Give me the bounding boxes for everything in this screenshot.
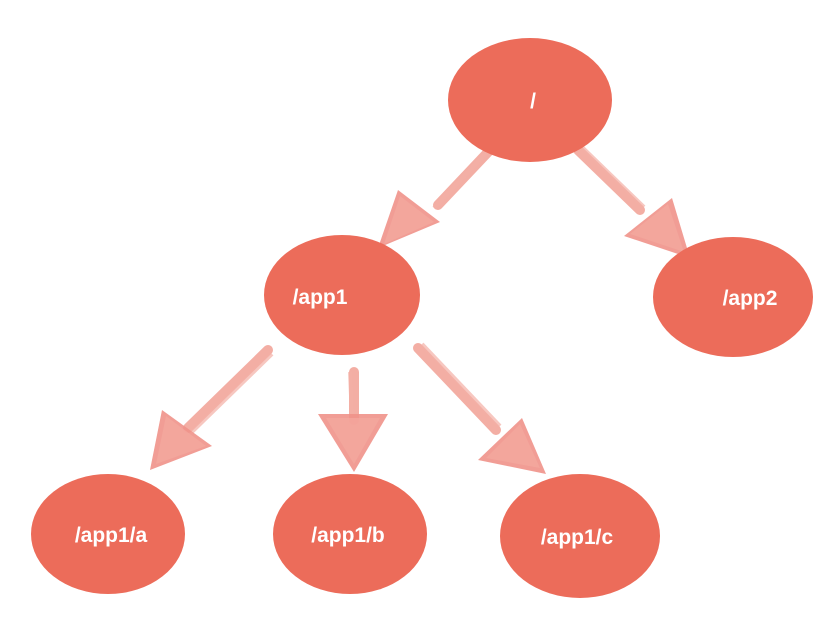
node-root: / (448, 38, 612, 162)
node-app1-c: /app1/c (500, 474, 660, 598)
node-app1-label: /app1 (293, 286, 348, 309)
edge-app1-to-app1-a (150, 345, 274, 470)
edge-root-to-app1 (378, 145, 495, 248)
edge-app1-to-app1-c (413, 342, 546, 474)
edge-root-to-app2 (573, 145, 690, 258)
edges (150, 145, 690, 474)
node-app1: /app1 (264, 235, 420, 355)
node-app1-a: /app1/a (31, 474, 185, 594)
node-root-label: / (530, 90, 536, 113)
node-app1-b: /app1/b (273, 474, 427, 594)
node-app2-label: /app2 (723, 287, 778, 310)
edge-app1-to-app1-b (318, 367, 388, 472)
node-app1-a-label: /app1/a (75, 524, 148, 547)
node-app2: /app2 (653, 237, 813, 357)
nodes: / /app1 /app2 /app1/a /app1/b /app1/c (31, 38, 813, 598)
node-app1-b-label: /app1/b (311, 524, 385, 547)
node-app1-c-label: /app1/c (541, 526, 614, 549)
